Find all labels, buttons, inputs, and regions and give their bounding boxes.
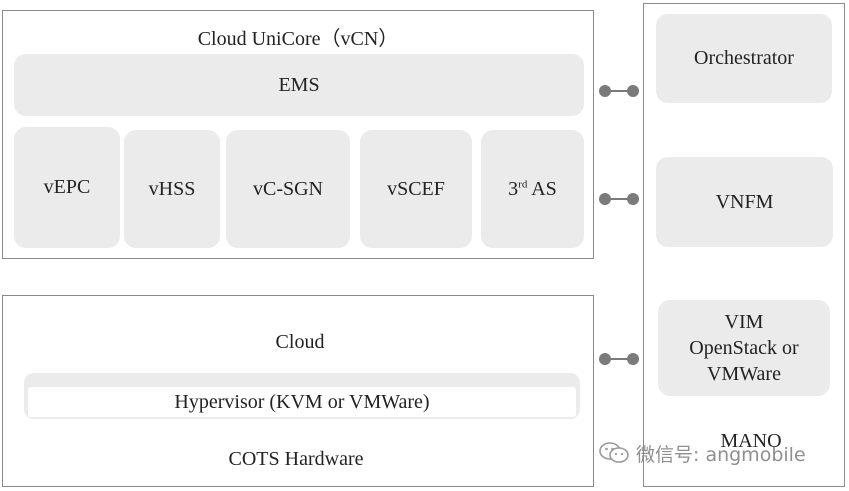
vim-label-line-2: OpenStack or — [689, 337, 799, 359]
connector-dot — [599, 353, 611, 365]
connector-dot — [627, 85, 639, 97]
watermark: 微信号: angmobile — [598, 438, 806, 468]
hypervisor-block: Hypervisor (KVM or VMWare) — [24, 373, 580, 419]
connector-line — [605, 358, 633, 360]
vim-label-line-3: VMWare — [707, 363, 781, 385]
connector-dot — [599, 193, 611, 205]
cloud-title: Cloud — [275, 331, 325, 353]
vim-label-line-1: VIM — [724, 311, 764, 333]
orchestrator-label: Orchestrator — [694, 47, 794, 69]
vc-sgn-block: vC-SGN — [226, 130, 350, 248]
wechat-icon — [598, 440, 630, 466]
hypervisor-bar: Hypervisor (KVM or VMWare) — [28, 387, 576, 417]
connector-dot — [627, 353, 639, 365]
vnfm-block: VNFM — [656, 157, 833, 247]
vscef-block: vSCEF — [360, 130, 472, 248]
ems-block: EMS — [14, 54, 584, 116]
vc-sgn-label: vC-SGN — [252, 177, 323, 200]
vscef-label: vSCEF — [387, 177, 445, 200]
cots-hardware-label: COTS Hardware — [228, 448, 364, 470]
vhss-block: vHSS — [124, 130, 220, 248]
ems-label: EMS — [278, 73, 320, 96]
connector-cloud-vim — [599, 352, 639, 366]
vhss-label: vHSS — [148, 177, 196, 200]
connector-ems-orchestrator — [599, 84, 639, 98]
vim-block: VIM OpenStack or VMWare — [658, 300, 830, 396]
connector-line — [605, 90, 633, 92]
watermark-text: 微信号: angmobile — [636, 443, 806, 466]
connector-line — [605, 198, 633, 200]
connector-vnf-vnfm — [599, 192, 639, 206]
vepc-block: vEPC — [14, 127, 120, 248]
third-party-as-block: 3rd AS — [481, 130, 584, 248]
orchestrator-block: Orchestrator — [656, 14, 832, 103]
vnfm-label: VNFM — [715, 190, 774, 213]
connector-dot — [599, 85, 611, 97]
vepc-label: vEPC — [43, 176, 91, 198]
mano-label: MANO — [720, 430, 782, 452]
vcn-title: Cloud UniCore（vCN） — [197, 28, 399, 50]
third-party-as-label: 3rd AS — [508, 177, 557, 200]
hypervisor-label: Hypervisor (KVM or VMWare) — [174, 390, 430, 413]
connector-dot — [627, 193, 639, 205]
